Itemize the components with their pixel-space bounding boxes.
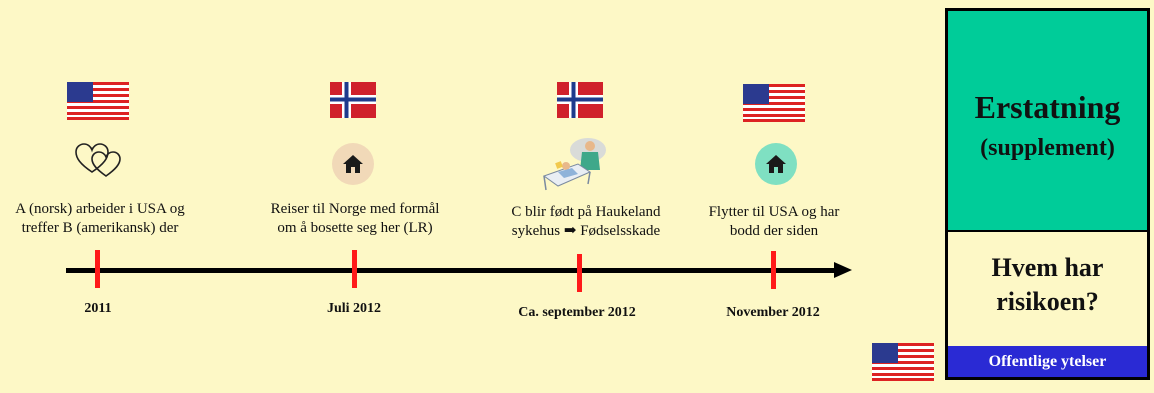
date-label: November 2012 [726, 305, 820, 320]
us-flag-icon [67, 82, 129, 120]
home-icon [332, 143, 374, 185]
home-icon [755, 143, 797, 185]
hospital-bed-icon [542, 138, 606, 191]
timeline-axis [66, 268, 838, 273]
timeline-tick [771, 251, 776, 289]
norway-flag-icon [330, 82, 376, 118]
date-label: Juli 2012 [326, 301, 382, 316]
timeline-tick [352, 250, 357, 288]
us-flag-icon [872, 343, 934, 381]
date-label: 2011 [84, 301, 112, 316]
compensation-box: Erstatning (supplement) [948, 11, 1147, 232]
timeline-arrowhead [834, 262, 852, 278]
panel-subtitle: (supplement) [980, 135, 1115, 161]
two-hearts-icon [75, 143, 121, 177]
event-description: A (norsk) arbeider i USA og treffer B (a… [15, 201, 185, 236]
timeline-tick [577, 254, 582, 292]
public-benefits-label: Offentlige ytelser [948, 346, 1147, 377]
norway-flag-icon [557, 82, 603, 118]
panel-title: Erstatning [974, 89, 1121, 125]
timeline-tick [95, 250, 100, 288]
event-description: C blir født på Haukeland sykehus ➡ Fødse… [511, 204, 661, 239]
event-description: Reiser til Norge med formål om å bosette… [270, 201, 440, 236]
risk-question: Hvem har risikoen? [991, 253, 1104, 316]
date-label: Ca. september 2012 [518, 305, 636, 320]
event-description: Flytter til USA og har bodd der siden [708, 204, 840, 239]
side-panel: Erstatning (supplement) Hvem har risikoe… [945, 8, 1150, 380]
us-flag-icon [743, 84, 805, 122]
